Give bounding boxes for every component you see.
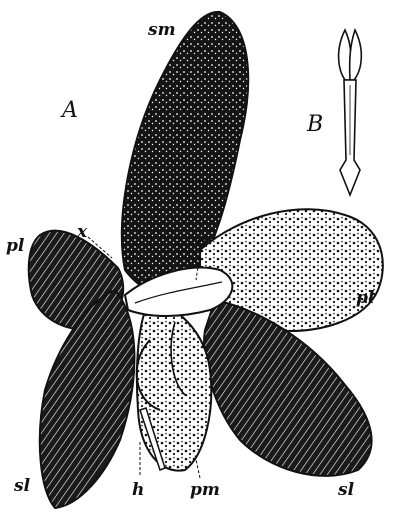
- left-lateral-sepal: [40, 290, 135, 508]
- label-c: c: [196, 234, 206, 251]
- label-sm: sm: [148, 22, 176, 39]
- label-x: x: [77, 224, 87, 241]
- label-pl-left: pl: [6, 238, 24, 255]
- pollinium-figure-b: [339, 30, 362, 195]
- label-sl-right: sl: [338, 482, 354, 499]
- label-sl-left: sl: [14, 478, 30, 495]
- panel-a-label: A: [62, 100, 78, 122]
- label-pl-right: pl: [356, 290, 374, 307]
- label-pm: pm: [190, 482, 220, 499]
- panel-b-label: B: [307, 114, 323, 136]
- label-h: h: [132, 482, 144, 499]
